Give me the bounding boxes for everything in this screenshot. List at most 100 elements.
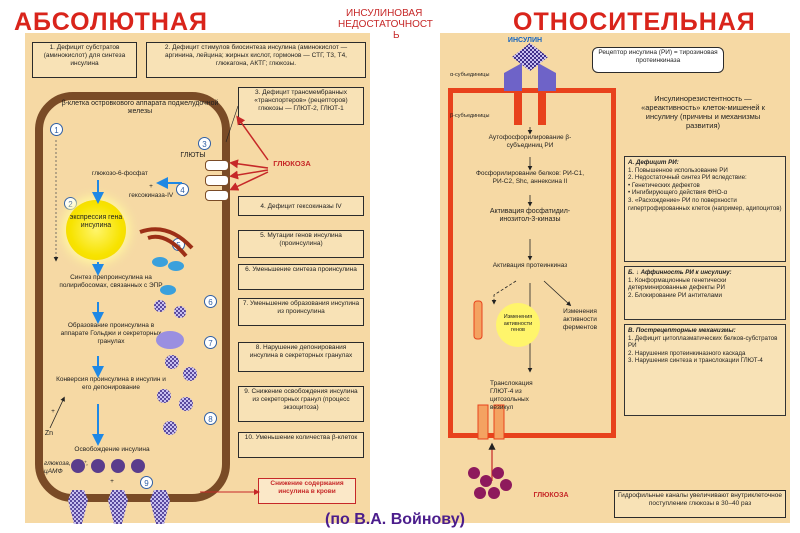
golgi <box>156 331 184 349</box>
granule-8 <box>71 459 85 473</box>
header-center: ИНСУЛИНОВАЯ НЕДОСТАТОЧНОСТ Ь <box>338 8 478 41</box>
glucose-molecule-1 <box>468 467 480 479</box>
resistance-title: Инсулинорезистентность — «ареактивность»… <box>641 94 765 130</box>
section-b-title: Б. ↓ Аффинность РИ к инсулину: <box>628 269 732 276</box>
marker-6: 6 <box>204 295 217 308</box>
credit-text: (по В.А. Войнову) <box>325 511 465 528</box>
box-10-cell-count: 10. Уменьшение количества β-клеток <box>238 432 364 458</box>
marker-9: 9 <box>140 476 153 489</box>
marker-7: 7 <box>204 336 217 349</box>
box-3-transporters: 3. Дефицит трансмембранных «транспортеро… <box>238 87 364 125</box>
granule-1 <box>154 300 166 312</box>
synthesis-text: Синтез препроинсулина на полирибосомах, … <box>59 274 163 289</box>
result-box: Снижение содержания инсулина в крови <box>258 478 356 504</box>
glucose-molecule-6 <box>500 479 512 491</box>
marker-3: 3 <box>198 137 211 150</box>
section-a-title: А. Дефицит РИ: <box>628 159 679 166</box>
marker-1: 1 <box>50 123 63 136</box>
receptor-box: Рецептор инсулина (РИ) = тирозиновая про… <box>592 47 724 73</box>
right-diagram-graphics <box>468 43 572 499</box>
box-4-hexokinase: 4. Дефицит гексокиназы IV <box>238 196 364 216</box>
section-a: А. Дефицит РИ: 1. Повышенное использован… <box>624 156 786 262</box>
alpha-label: α-субъединицы <box>450 72 490 78</box>
exocytosis-2 <box>108 490 128 524</box>
pk-text: Активация протеинкиназ <box>492 262 568 269</box>
enzyme-change-text: Изменения активности ферментов <box>562 308 598 331</box>
glucose-arrow-2 <box>229 169 269 180</box>
receptor-alpha <box>504 63 556 91</box>
autophos-text: Аутофосфорилирование β-субъединиц РИ <box>488 134 572 149</box>
target-cell-membrane <box>448 88 616 438</box>
factors-label: глюкоза, Ca²⁺, цАМФ <box>44 460 89 475</box>
section-b-body: 1. Конформационные генетически детермини… <box>628 276 727 299</box>
section-c: В. Пострецепторные механизмы: 1. Дефицит… <box>624 324 786 416</box>
expression-label: экспрессия гена инсулина <box>69 214 123 229</box>
phos-text: Фосфорилирование белков: РИ-С1, РИ-С2, S… <box>475 170 585 185</box>
section-a-body: 1. Повышенное использование РИ 2. Недост… <box>628 166 782 212</box>
granule-10 <box>111 459 125 473</box>
connector-box3 <box>225 105 239 143</box>
zn-arrow <box>49 396 65 429</box>
granule-9 <box>91 459 105 473</box>
formation-text: Образование проинсулина в аппарате Гольд… <box>60 322 162 345</box>
glucose-molecule-5 <box>488 487 500 499</box>
glut4-vesicle-top <box>473 300 483 340</box>
arrow-pk-genes <box>491 280 517 305</box>
ribosome-1 <box>152 257 168 267</box>
glut-3 <box>205 190 229 201</box>
gene-nucleus <box>496 303 540 347</box>
glut-transporters <box>205 160 229 201</box>
cell-title: β-клетка островкового аппарата поджелудо… <box>61 100 219 115</box>
release-text: Освобождение инсулина <box>74 446 150 453</box>
plus-sign-3: + <box>110 478 114 485</box>
granule-11 <box>131 459 145 473</box>
box-6-synthesis: 6. Уменьшение синтеза проинсулина <box>238 264 364 290</box>
translocation-text: Транслокация ГЛЮТ-4 из цитозольных везик… <box>490 380 533 411</box>
gluts-label: ГЛЮТЫ <box>180 152 206 159</box>
glucose-molecule-3 <box>492 467 504 479</box>
er-strands <box>139 227 194 258</box>
section-c-body: 1. Дефицит цитоплазматических белков-суб… <box>628 334 778 365</box>
hexokinase-label: гексокиназа-IV <box>129 192 174 199</box>
glucose-molecule-2 <box>480 475 492 487</box>
hydrophilic-box: Гидрофильные каналы увеличивают внутрикл… <box>614 490 786 518</box>
granule-2 <box>174 306 186 318</box>
beta-label: β-субъединицы <box>450 113 490 119</box>
exocytosis-3 <box>150 490 170 524</box>
glucose-label-right: ГЛЮКОЗА <box>533 492 569 499</box>
glucose-arrow-1 <box>229 159 269 169</box>
header-relative: ОТНОСИТЕЛЬНАЯ <box>513 8 756 36</box>
granule-3 <box>165 355 179 369</box>
plus-sign-2: + <box>51 408 55 415</box>
box-9-release: 9. Снижение освобождения инсулина из сек… <box>238 386 364 422</box>
receptor-beta-left <box>514 91 522 125</box>
receptor-beta-right <box>538 91 546 125</box>
granule-5 <box>157 389 171 403</box>
marker-2: 2 <box>64 197 77 210</box>
glut4-vesicle-bottom-1 <box>477 404 489 440</box>
gene-change-text: Изменения активности генов <box>503 314 533 333</box>
glucose-molecule-4 <box>474 487 486 499</box>
zn-label: Zn <box>44 430 54 437</box>
ribosome-3 <box>160 285 176 295</box>
header-center-line3: Ь <box>393 30 400 41</box>
conversion-text: Конверсия проинсулина в инсулин и его де… <box>56 376 166 391</box>
glucose-arrow-3 <box>229 171 269 191</box>
plus-sign-1: + <box>149 183 153 190</box>
granule-7 <box>163 421 177 435</box>
granule-4 <box>183 367 197 381</box>
ribosome-2 <box>168 261 184 271</box>
marker-4: 4 <box>176 183 189 196</box>
arrow-pk-enzymes <box>543 280 572 307</box>
glut-2 <box>205 175 229 186</box>
box-5-mutations: 5. Мутации генов инсулина (проинсулина) <box>238 230 364 258</box>
g6p-label: глюкозо-6-фосфат <box>92 170 148 177</box>
box-8-deposition: 8. Нарушение депонирования инсулина в се… <box>238 342 364 372</box>
header-center-line2: НЕДОСТАТОЧНОСТ <box>338 19 433 30</box>
header-absolute: АБСОЛЮТНАЯ <box>14 8 208 36</box>
box-7-formation: 7. Уменьшение образования инсулина из пр… <box>238 298 364 326</box>
left-diagram-graphics <box>49 105 269 524</box>
section-c-title: В. Пострецепторные механизмы: <box>628 327 736 334</box>
box-2-stimuli: 2. Дефицит стимулов биосинтеза инсулина … <box>146 42 366 78</box>
exocytosis-1 <box>68 490 88 524</box>
